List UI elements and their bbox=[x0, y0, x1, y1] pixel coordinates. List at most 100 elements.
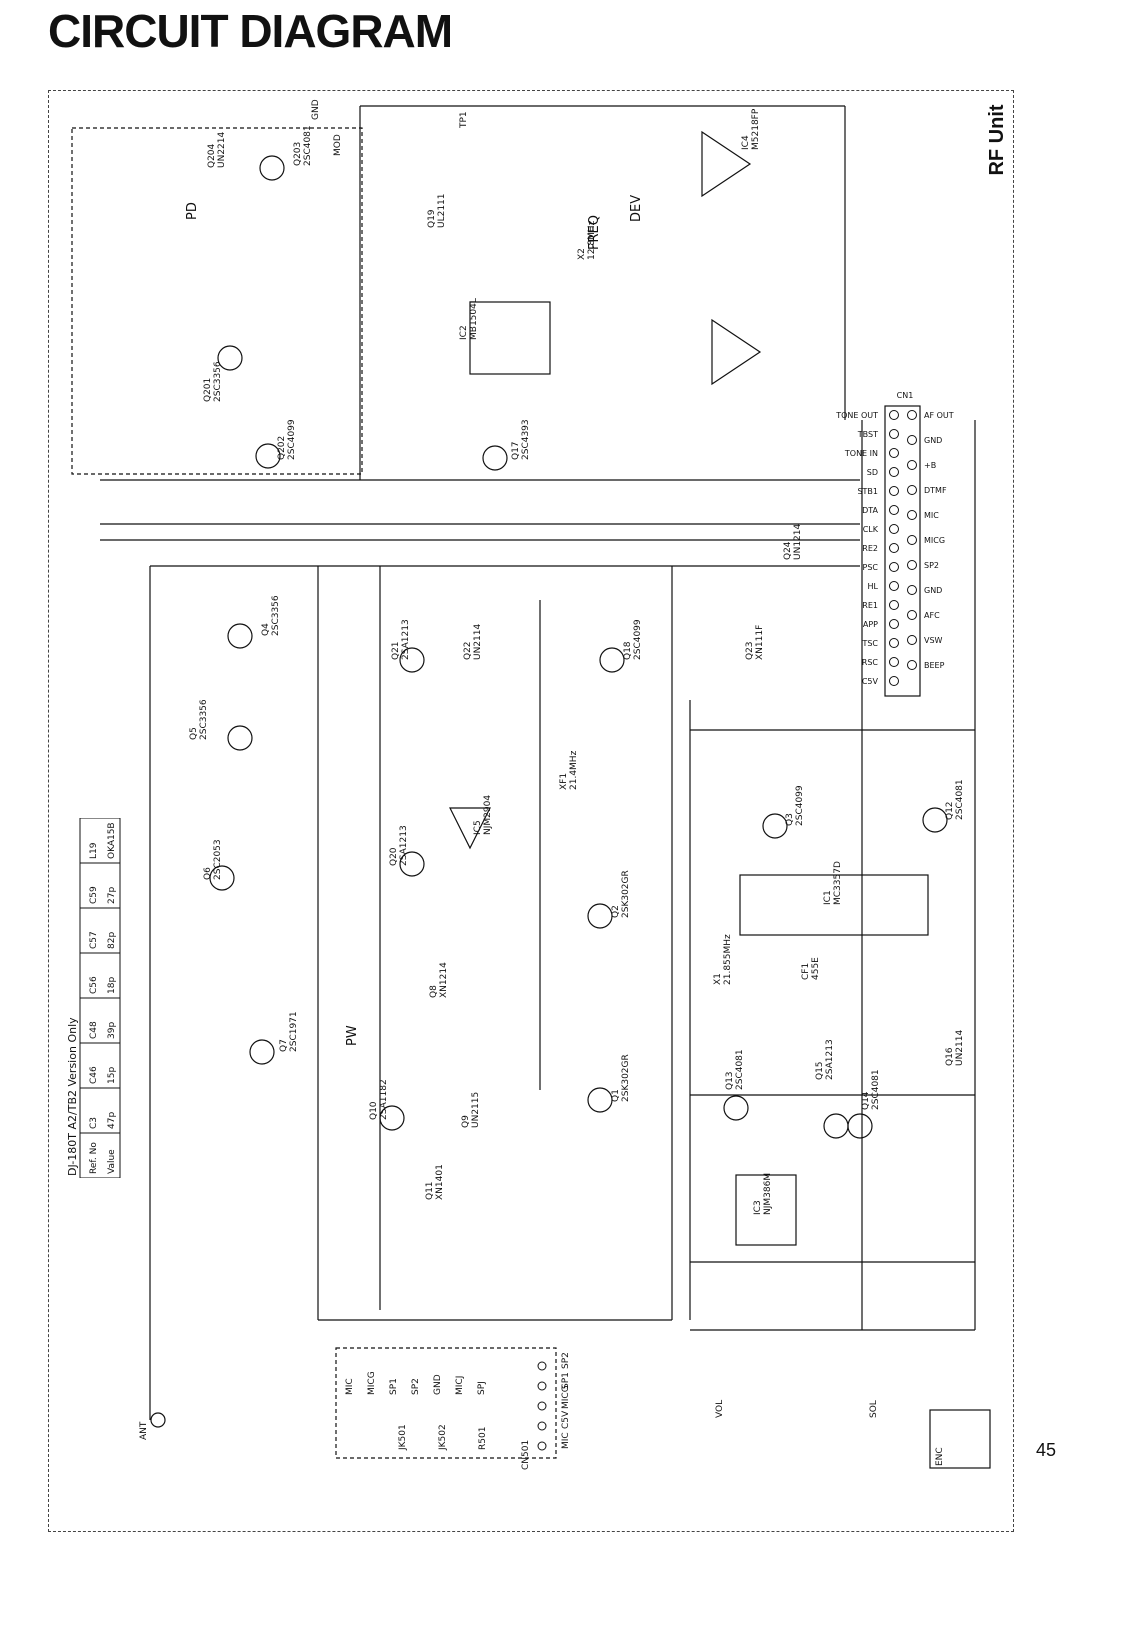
cn1-connector-body bbox=[884, 405, 921, 697]
cn1-pin-label: GND bbox=[924, 436, 942, 445]
transistor-part-label: UN2114 bbox=[955, 1030, 965, 1066]
cn1-pin-label: TONE IN bbox=[844, 449, 878, 458]
cn1-pin bbox=[889, 638, 899, 648]
pd-label: PD bbox=[185, 202, 200, 220]
version-table-header: L19 bbox=[89, 842, 99, 859]
q2-symbol bbox=[587, 903, 613, 929]
cn501-jack-ref: JK502 bbox=[438, 1424, 448, 1451]
cn501-pin-label: C5V bbox=[561, 1410, 571, 1429]
cn1-pin bbox=[907, 535, 917, 545]
cn501-name: CN501 bbox=[521, 1440, 531, 1470]
transistor-part-label: 2SC3356 bbox=[213, 361, 223, 402]
q15-symbol bbox=[823, 1113, 849, 1139]
transistor-ref-label: Q8 bbox=[429, 985, 439, 998]
cn1-pin bbox=[889, 467, 899, 477]
q12-symbol bbox=[922, 807, 948, 833]
cn1-pin-label: MICG bbox=[924, 536, 945, 545]
cn1-pin-label: APP bbox=[863, 620, 878, 629]
version-table-value: 39p bbox=[107, 1022, 117, 1039]
cn501-pin-label: SP2 bbox=[561, 1352, 571, 1369]
sol-label: SOL bbox=[869, 1400, 879, 1418]
transistor-part-label: 2SC3356 bbox=[199, 699, 209, 740]
cn501-jack-ref: R501 bbox=[478, 1427, 488, 1450]
cn1-pin-label: SD bbox=[867, 468, 878, 477]
transistor-ref-label: Q19 bbox=[427, 209, 437, 228]
ic-ref-label: X2 bbox=[577, 248, 587, 260]
q13-symbol bbox=[723, 1095, 749, 1121]
cn501-pin-label: MIC bbox=[561, 1432, 571, 1449]
cn501-jack-label: MICG bbox=[367, 1371, 377, 1395]
ic1-box bbox=[739, 874, 929, 936]
ant-label: ANT bbox=[139, 1421, 149, 1440]
cn501-jack-label: MICJ bbox=[455, 1376, 465, 1395]
ic-part-label: MB1504L bbox=[469, 298, 479, 340]
transistor-part-label: UN2115 bbox=[471, 1092, 481, 1128]
transistor-ref-label: Q201 bbox=[203, 378, 213, 402]
cn1-pin bbox=[907, 460, 917, 470]
cn1-pin bbox=[889, 581, 899, 591]
transistor-part-label: UN1214 bbox=[793, 524, 803, 560]
transistor-part-label: 2SK302GR bbox=[621, 1054, 631, 1102]
cn1-pin bbox=[889, 410, 899, 420]
cn1-pin bbox=[907, 610, 917, 620]
transistor-part-label: UN2214 bbox=[217, 132, 227, 168]
gnd-label: GND bbox=[311, 99, 321, 120]
cn501-pin bbox=[537, 1421, 547, 1431]
transistor-part-label: XN111F bbox=[755, 625, 765, 660]
ic-part-label: 21.855MHz bbox=[723, 934, 733, 985]
transistor-part-label: 2SC4099 bbox=[795, 785, 805, 826]
q17-symbol bbox=[482, 445, 508, 471]
ic-part-label: MC3357D bbox=[833, 861, 843, 905]
q1-symbol bbox=[587, 1087, 613, 1113]
q14-symbol bbox=[847, 1113, 873, 1139]
transistor-part-label: UL2111 bbox=[437, 193, 447, 228]
transistor-ref-label: Q204 bbox=[207, 143, 217, 168]
cn1-pin-label: MIC bbox=[924, 511, 939, 520]
cn1-pin-label: DTA bbox=[862, 506, 878, 515]
cn501-box bbox=[335, 1347, 557, 1459]
ic-ref-label: IC5 bbox=[473, 820, 483, 835]
rf-unit-label: RF Unit bbox=[986, 104, 1008, 175]
version-table-value: Value bbox=[107, 1149, 117, 1174]
q202-symbol bbox=[255, 443, 281, 469]
q7-symbol bbox=[249, 1039, 275, 1065]
cn1-pin bbox=[907, 585, 917, 595]
cn501-jack-label: GND bbox=[433, 1374, 443, 1395]
q6-symbol bbox=[209, 865, 235, 891]
ic-part-label: NJM2904 bbox=[483, 795, 493, 835]
version-table-value: 27p bbox=[107, 887, 117, 904]
ic-part-label: 455E bbox=[811, 957, 821, 980]
version-table-header: C59 bbox=[89, 886, 99, 904]
freq-label: FREQ bbox=[587, 215, 602, 250]
transistor-ref-label: Q11 bbox=[425, 1181, 435, 1200]
cn1-pin-label: DTMF bbox=[924, 486, 947, 495]
ic4-opamp-a bbox=[701, 130, 752, 198]
transistor-ref-label: Q2 bbox=[611, 905, 621, 918]
cn1-pin bbox=[889, 676, 899, 686]
transistor-ref-label: Q15 bbox=[815, 1061, 825, 1080]
ic3-box bbox=[735, 1174, 797, 1246]
cn501-jack-label: SP1 bbox=[389, 1378, 399, 1395]
cn1-pin-label: TONE OUT bbox=[835, 411, 878, 420]
transistor-part-label: UN2114 bbox=[473, 624, 483, 660]
q18-symbol bbox=[599, 647, 625, 673]
ic-part-label: M5218FP bbox=[751, 108, 761, 150]
transistor-ref-label: Q17 bbox=[511, 441, 521, 460]
ic-ref-label: X1 bbox=[713, 973, 723, 985]
cn1-pin bbox=[889, 562, 899, 572]
pd-module-box bbox=[71, 127, 363, 475]
ic-part-label: NJM386M bbox=[763, 1173, 773, 1215]
transistor-part-label: XN1214 bbox=[439, 962, 449, 998]
transistor-ref-label: Q22 bbox=[463, 641, 473, 660]
cn1-pin-label: GND bbox=[924, 586, 942, 595]
cn1-pin bbox=[889, 486, 899, 496]
transistor-part-label: 2SK302GR bbox=[621, 870, 631, 918]
mod-label: MOD bbox=[333, 134, 343, 156]
transistor-part-label: 2SC4099 bbox=[287, 419, 297, 460]
transistor-part-label: 2SC1971 bbox=[289, 1011, 299, 1052]
cn1-pin-label: SP2 bbox=[924, 561, 939, 570]
ic-part-label: 21.4MHz bbox=[569, 750, 579, 790]
cn1-pin-label: HL bbox=[868, 582, 879, 591]
